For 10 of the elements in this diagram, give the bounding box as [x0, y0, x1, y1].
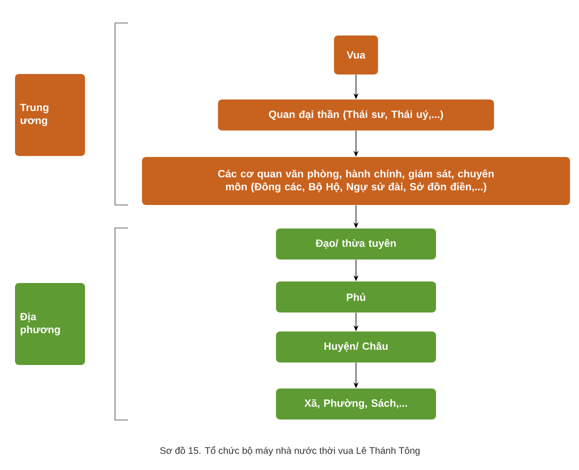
- level-box: Địa phương: [15, 283, 85, 365]
- level-box: Quan đại thần (Thái sư, Thái uý,...): [218, 100, 494, 130]
- level-box: Xã, Phường, Sách,...: [276, 388, 436, 420]
- level-box: Phủ: [276, 282, 436, 312]
- level-box: Trung ương: [15, 74, 85, 156]
- level-box: Vua: [334, 36, 378, 74]
- level-box: Huyện/ Châu: [276, 332, 436, 362]
- level-box: Đạo/ thừa tuyên: [276, 228, 436, 260]
- caption: Sơ đồ 15. Tổ chức bộ máy nhà nước thời vua Lê Thánh Tông: [160, 446, 420, 456]
- level-box: Các cơ quan văn phòng, hành chính, giám sát, chuyên môn (Đông các, Bộ Hộ, Ngự sử đài, Sở đồn điền,...): [142, 157, 570, 205]
